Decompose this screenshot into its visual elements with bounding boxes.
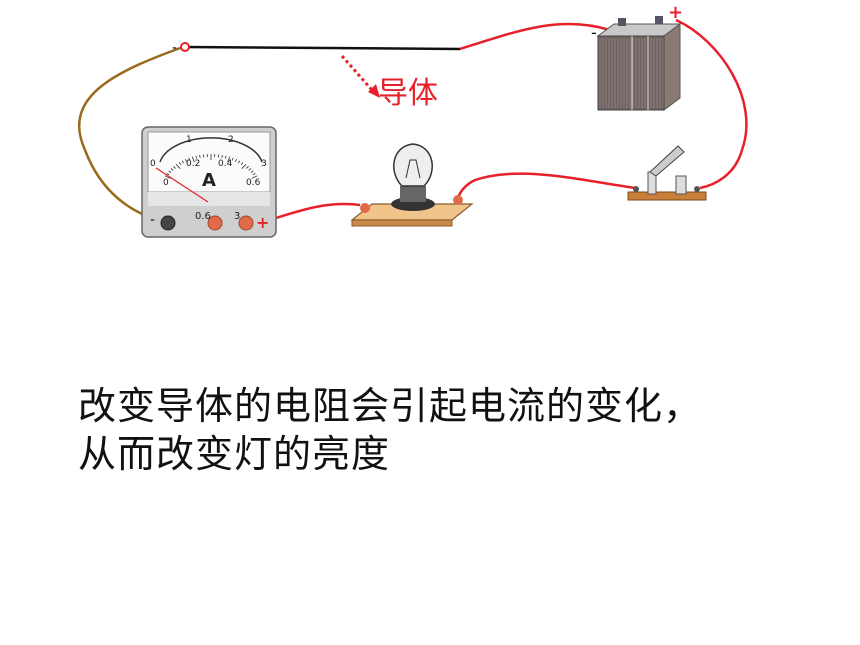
red-wire-battery-to-switch (675, 18, 748, 190)
conductor-label: 导体 (378, 76, 438, 111)
caption-line-1: 改变导体的电阻会引起电流的变化， (78, 384, 703, 428)
conductor-minus-sign: - (172, 40, 177, 56)
battery (596, 16, 682, 111)
ammeter-scale-bottom-1: 0.2 (186, 159, 200, 169)
ammeter-scale-top-1: 1 (186, 135, 192, 145)
brown-wire (78, 45, 184, 224)
ammeter-scale-bottom-2: 0.4 (218, 159, 233, 169)
ammeter-terminal-label-plus: + (256, 213, 269, 232)
ammeter-scale-bottom-0: 0 (163, 178, 169, 188)
conductor-terminal (180, 42, 190, 52)
ammeter-scale-top-3: 3 (261, 159, 267, 169)
conductor-pointer-arrowhead (368, 84, 380, 98)
ammeter-needle (155, 167, 209, 203)
ammeter-terminal-label-0-6: 0.6 (195, 211, 211, 222)
red-wire-switch-to-lamp (456, 172, 636, 199)
lamp (350, 143, 474, 227)
battery-minus-sign: - (591, 23, 597, 42)
ammeter-terminal-0-6 (207, 215, 223, 231)
ammeter-unit: A (202, 170, 216, 191)
ammeter (141, 126, 277, 238)
ammeter-terminal-label-minus: - (150, 212, 155, 228)
ammeter-terminal-3 (238, 215, 254, 231)
knife-switch (627, 145, 707, 201)
ammeter-scale-bottom-3: 0.6 (246, 178, 261, 188)
battery-plus-sign: + (668, 2, 683, 23)
caption: 改变导体的电阻会引起电流的变化， 从而改变灯的亮度 (78, 382, 702, 478)
red-wire-to-battery (459, 22, 611, 51)
caption-line-2: 从而改变灯的亮度 (78, 432, 391, 476)
ammeter-terminal-minus (160, 215, 176, 231)
conductor-wire (182, 45, 461, 51)
ammeter-scale-top-0: 0 (150, 159, 156, 169)
conductor-pointer-arrow (340, 55, 374, 91)
ammeter-scale-top-2: 2 (228, 135, 234, 145)
ammeter-terminal-label-3: 3 (234, 211, 240, 222)
